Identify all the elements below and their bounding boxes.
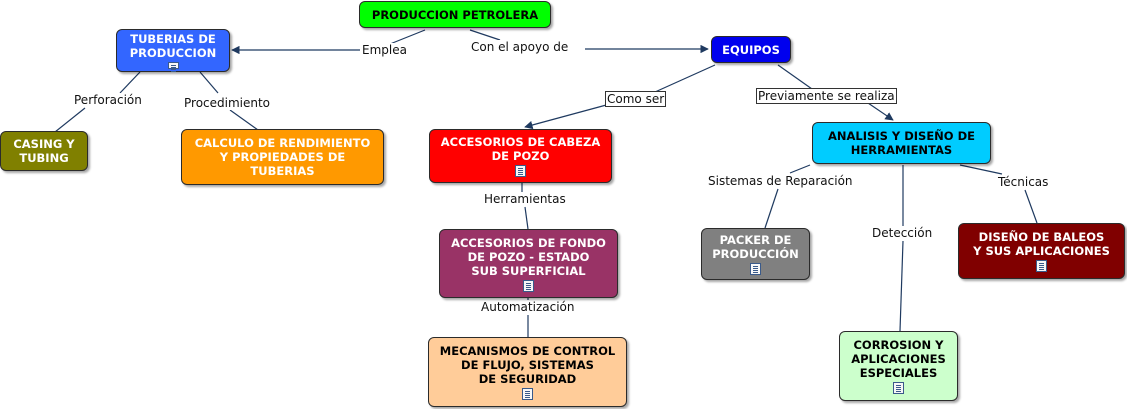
node-label: CALCULO DE RENDIMIENTO Y PROPIEDADES DE … [194, 136, 371, 178]
document-icon[interactable] [515, 165, 526, 177]
node-corrosion-y-aplicaciones[interactable]: CORROSION Y APLICACIONES ESPECIALES [839, 331, 958, 401]
node-casing-y-tubing[interactable]: CASING Y TUBING [0, 131, 88, 171]
document-icon[interactable] [167, 62, 179, 69]
link-label-procedimiento: Procedimiento [183, 96, 272, 110]
node-label: EQUIPOS [722, 42, 780, 57]
node-accesorios-cabeza-de-pozo[interactable]: ACCESORIOS DE CABEZA DE POZO [429, 129, 612, 183]
link-label-herramientas: Herramientas [483, 192, 567, 206]
link-label-deteccion: Detección [871, 226, 934, 240]
document-icon[interactable] [893, 382, 904, 394]
node-mecanismos-de-control[interactable]: MECANISMOS DE CONTROL DE FLUJO, SISTEMAS… [428, 337, 627, 407]
node-label: MECANISMOS DE CONTROL DE FLUJO, SISTEMAS… [439, 344, 616, 386]
node-analisis-y-diseno[interactable]: ANALISIS Y DISEÑO DE HERRAMIENTAS [812, 122, 991, 164]
document-icon[interactable] [523, 279, 534, 292]
document-icon[interactable] [750, 263, 761, 275]
link-label-con-el-apoyo: Con el apoyo de [470, 40, 570, 54]
node-equipos[interactable]: EQUIPOS [711, 36, 791, 63]
node-label: PACKER DE PRODUCCIÓN [712, 233, 799, 261]
node-calculo-de-rendimiento[interactable]: CALCULO DE RENDIMIENTO Y PROPIEDADES DE … [181, 129, 384, 185]
node-label: ANALISIS Y DISEÑO DE HERRAMIENTAS [828, 129, 975, 157]
node-label: ACCESORIOS DE FONDO DE POZO - ESTADO SUB… [451, 235, 606, 278]
link-label-como-ser: Como ser [605, 91, 667, 107]
node-packer-de-produccion[interactable]: PACKER DE PRODUCCIÓN [701, 228, 810, 280]
node-accesorios-de-fondo[interactable]: ACCESORIOS DE FONDO DE POZO - ESTADO SUB… [439, 229, 618, 298]
node-label: CORROSION Y APLICACIONES ESPECIALES [851, 338, 946, 380]
node-label: DISEÑO DE BALEOS Y SUS APLICACIONES [973, 230, 1110, 258]
link-label-automatizacion: Automatización [480, 300, 576, 314]
link-label-perforacion: Perforación [73, 93, 143, 107]
node-label: CASING Y TUBING [13, 137, 75, 165]
node-label: ACCESORIOS DE CABEZA DE POZO [440, 135, 601, 163]
link-label-previamente: Previamente se realiza [756, 88, 897, 104]
link-label-tecnicas: Técnicas [997, 175, 1050, 189]
link-label-emplea: Emplea [361, 43, 408, 57]
node-diseno-de-baleos[interactable]: DISEÑO DE BALEOS Y SUS APLICACIONES [958, 223, 1125, 279]
node-label: TUBERIAS DE PRODUCCION [129, 32, 217, 60]
link-label-sistemas: Sistemas de Reparación [707, 174, 854, 188]
node-tuberias-de-produccion[interactable]: TUBERIAS DE PRODUCCION [116, 29, 230, 72]
document-icon[interactable] [522, 388, 533, 400]
node-label: PRODUCCION PETROLERA [371, 7, 539, 22]
document-icon[interactable] [1036, 260, 1047, 272]
node-produccion-petrolera[interactable]: PRODUCCION PETROLERA [359, 1, 551, 28]
